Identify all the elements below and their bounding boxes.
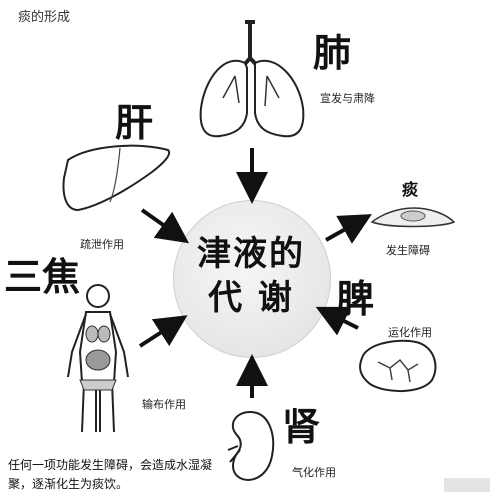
human-body-icon xyxy=(67,284,129,433)
sanjiao-function: 输布作用 xyxy=(142,398,186,411)
center-label-line2: 代 谢 xyxy=(208,278,294,318)
arrow-liver-to-center xyxy=(140,208,190,244)
liver-function: 疏泄作用 xyxy=(80,238,124,251)
phlegm-function: 发生障碍 xyxy=(386,244,430,257)
phlegm-icon xyxy=(370,207,456,228)
spleen-icon xyxy=(359,339,437,393)
center-label: 津液的 代 谢 xyxy=(173,232,329,320)
center-label-line1: 津液的 xyxy=(197,234,305,274)
sanjiao-label: 三焦 xyxy=(4,254,81,299)
phlegm-label: 痰 xyxy=(402,180,419,199)
lung-label: 肺 xyxy=(313,30,352,75)
watermark-blur xyxy=(444,478,490,492)
diagram-title: 痰的形成 xyxy=(18,10,71,25)
lungs-icon xyxy=(199,20,305,138)
liver-icon xyxy=(62,144,171,212)
arrow-spleen-to-center xyxy=(315,306,359,336)
lung-function: 宣发与肃降 xyxy=(320,92,375,105)
kidney-icon xyxy=(227,410,275,481)
footnote: 任何一项功能发生障碍，会造成水湿凝聚，逐渐化生为痰饮。 xyxy=(8,458,213,491)
arrow-center-to-phlegm xyxy=(325,214,372,244)
center-circle xyxy=(173,200,331,358)
spleen-function: 运化作用 xyxy=(388,326,432,339)
kidney-label: 肾 xyxy=(282,404,321,449)
arrow-sanjiao-to-center xyxy=(138,315,188,348)
liver-label: 肝 xyxy=(115,100,154,145)
kidney-function: 气化作用 xyxy=(292,466,336,479)
